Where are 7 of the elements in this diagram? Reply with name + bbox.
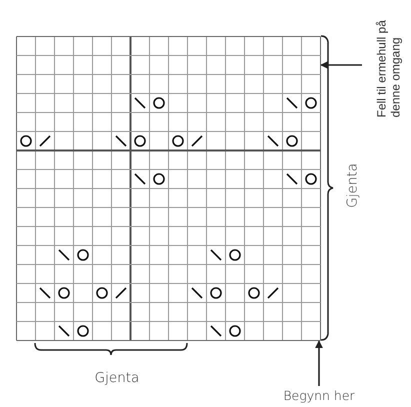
repeat-label: Gjenta	[346, 162, 360, 210]
arrow	[320, 61, 362, 69]
note-text: Begynn her	[282, 388, 356, 403]
note-text: Fell til ermehull på denne omgang	[374, 18, 403, 117]
arrow	[315, 340, 323, 386]
knitting-chart	[16, 36, 320, 340]
repeat-label: Gjenta	[94, 371, 140, 386]
